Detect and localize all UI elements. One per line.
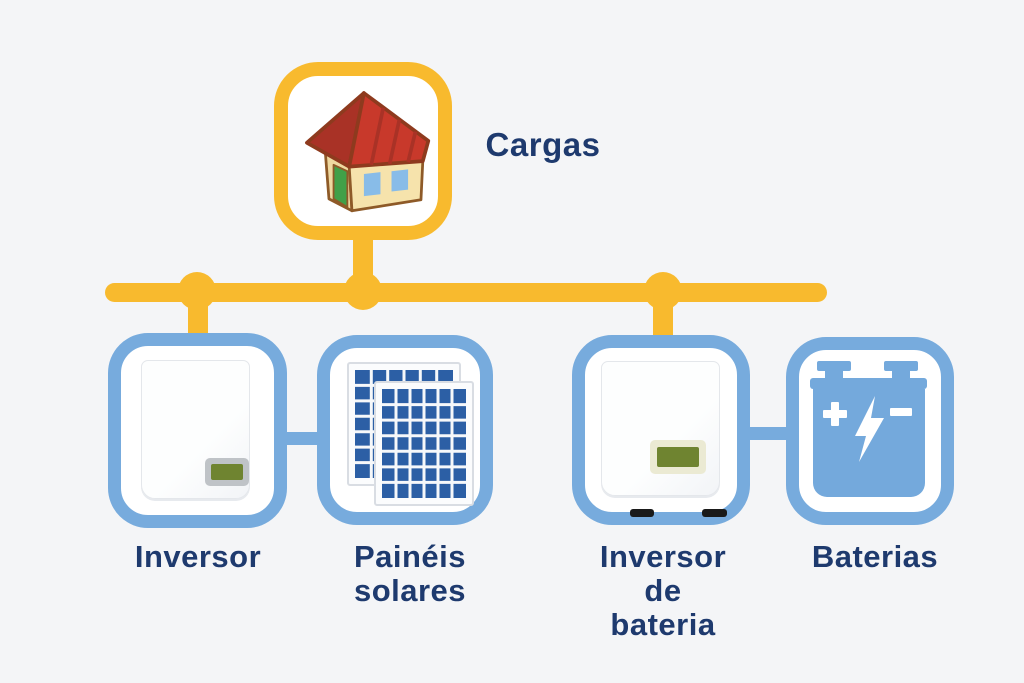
paineis-solares-node-box	[317, 335, 493, 525]
paineis-solares-label-line2: solares	[353, 573, 467, 608]
cargas-label: Cargas	[485, 126, 601, 163]
house-icon	[305, 91, 431, 213]
junction-dot-left	[178, 272, 216, 310]
inversor-de-bateria-label-line2: de	[644, 573, 682, 608]
inverter-display	[205, 458, 249, 486]
cargas-node-box	[274, 62, 452, 240]
battery-inverter-display	[650, 440, 706, 474]
inverter-foot-left	[630, 509, 654, 517]
inversor-de-bateria-label-line3: bateria	[610, 607, 716, 642]
battery-inverter-icon	[601, 361, 727, 517]
inverter-foot-right	[702, 509, 727, 517]
battery-inverter-screen	[657, 447, 699, 467]
inversor-de-bateria-label-line1: Inversor	[599, 539, 727, 574]
inversor-de-bateria-label: Inversor de bateria	[553, 540, 773, 642]
inversor-baterias-connector-line	[745, 427, 791, 440]
inversor-node-box	[108, 333, 287, 528]
paineis-solares-label-line1: Painéis	[353, 539, 467, 574]
battery-icon	[810, 361, 927, 497]
junction-dot-center	[344, 272, 382, 310]
baterias-node-box	[786, 337, 954, 525]
inversor-label: Inversor	[134, 539, 262, 574]
solar-panels-icon	[347, 362, 474, 506]
junction-dot-right	[644, 272, 682, 310]
inversor-de-bateria-node-box	[572, 335, 750, 525]
paineis-solares-label: Painéis solares	[300, 540, 520, 608]
inverter-icon	[141, 360, 250, 499]
inversor-paineis-connector-line	[282, 432, 322, 445]
baterias-label: Baterias	[811, 539, 939, 574]
inverter-screen	[211, 464, 243, 480]
